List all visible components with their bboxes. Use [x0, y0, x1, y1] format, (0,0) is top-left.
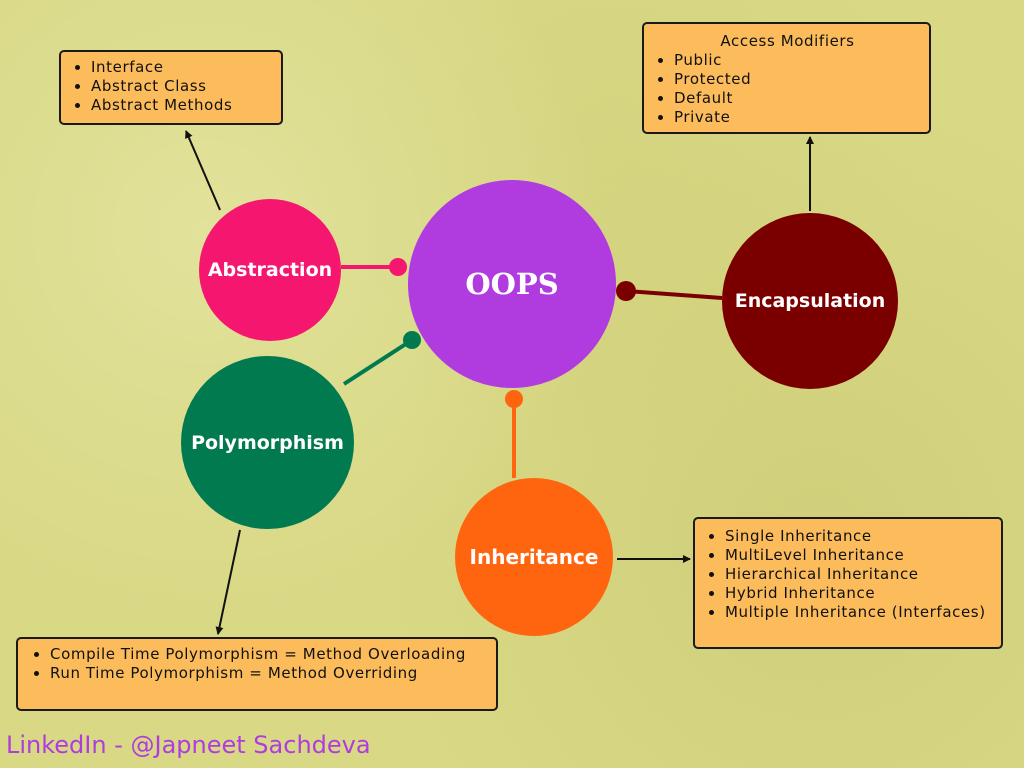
- encapsulation-detail-item: Public: [674, 51, 919, 70]
- encapsulation-details-box: Access Modifiers Public Protected Defaul…: [642, 22, 931, 134]
- abstraction-node: Abstraction: [199, 199, 341, 341]
- inheritance-details-list: Single Inheritance MultiLevel Inheritanc…: [707, 527, 991, 622]
- abstraction-details-list: Interface Abstract Class Abstract Method…: [73, 58, 271, 115]
- polymorphism-details-box: Compile Time Polymorphism = Method Overl…: [16, 637, 498, 711]
- encapsulation-detail-item: Private: [674, 108, 919, 127]
- oops-label: OOPS: [465, 267, 559, 301]
- polymorphism-connector-dot: [403, 331, 421, 349]
- polymorphism-details-list: Compile Time Polymorphism = Method Overl…: [32, 645, 486, 683]
- oops-center-node: OOPS: [408, 180, 616, 388]
- encapsulation-detail-item: Default: [674, 89, 919, 108]
- polymorphism-label: Polymorphism: [191, 431, 344, 454]
- polymorphism-connector: [342, 338, 414, 386]
- abstraction-detail-item: Abstract Methods: [91, 96, 271, 115]
- encapsulation-connector: [625, 289, 723, 300]
- inheritance-detail-item: Multiple Inheritance (Interfaces): [725, 603, 991, 622]
- inheritance-detail-item: Hybrid Inheritance: [725, 584, 991, 603]
- polymorphism-arrow: [215, 529, 241, 635]
- encapsulation-node: Encapsulation: [722, 213, 898, 389]
- abstraction-arrow: [185, 130, 221, 211]
- abstraction-details-box: Interface Abstract Class Abstract Method…: [59, 50, 283, 125]
- encapsulation-label: Encapsulation: [734, 290, 886, 312]
- author-credit: LinkedIn - @Japneet Sachdeva: [6, 731, 371, 759]
- inheritance-connector-dot: [505, 390, 523, 408]
- inheritance-detail-item: Hierarchical Inheritance: [725, 565, 991, 584]
- abstraction-detail-item: Interface: [91, 58, 271, 77]
- encapsulation-details-list: Public Protected Default Private: [656, 51, 919, 127]
- inheritance-detail-item: Single Inheritance: [725, 527, 991, 546]
- encapsulation-connector-dot: [616, 281, 636, 301]
- abstraction-connector-dot: [389, 258, 407, 276]
- abstraction-label: Abstraction: [207, 259, 333, 281]
- inheritance-detail-item: MultiLevel Inheritance: [725, 546, 991, 565]
- inheritance-details-box: Single Inheritance MultiLevel Inheritanc…: [693, 517, 1003, 649]
- inheritance-label: Inheritance: [469, 545, 599, 569]
- polymorphism-detail-item: Compile Time Polymorphism = Method Overl…: [50, 645, 486, 664]
- polymorphism-node: Polymorphism: [181, 356, 354, 529]
- polymorphism-detail-item: Run Time Polymorphism = Method Overridin…: [50, 664, 486, 683]
- encapsulation-details-title: Access Modifiers: [720, 32, 855, 50]
- abstraction-detail-item: Abstract Class: [91, 77, 271, 96]
- encapsulation-detail-item: Protected: [674, 70, 919, 89]
- inheritance-node: Inheritance: [455, 478, 613, 636]
